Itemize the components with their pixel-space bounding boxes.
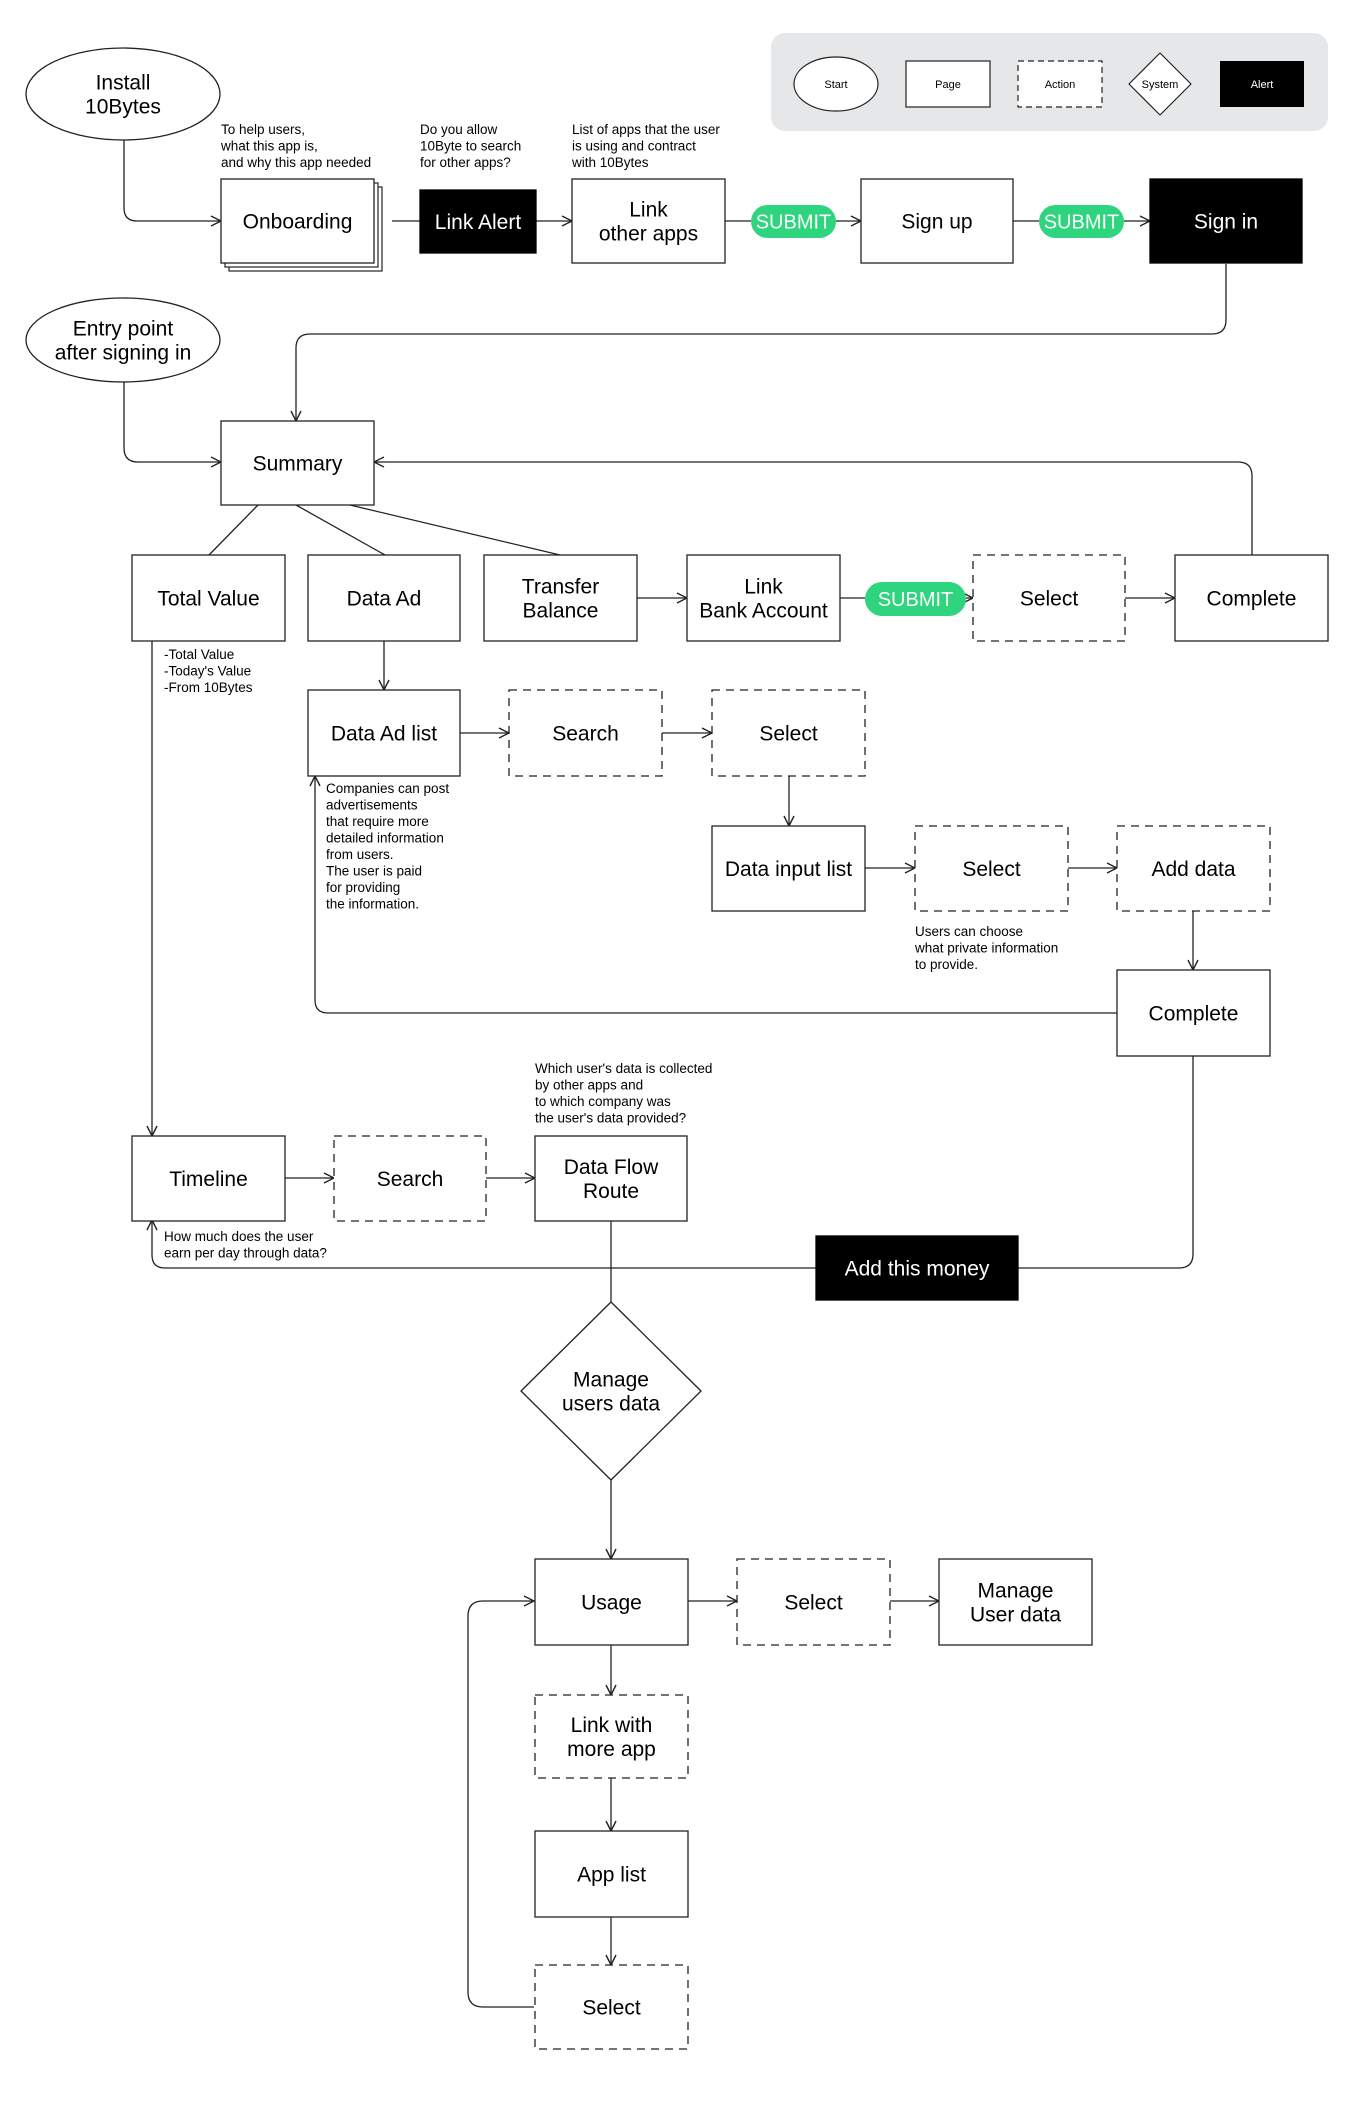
onboarding-node: Onboarding	[220, 178, 383, 272]
search-ad-node: Search	[508, 689, 663, 777]
submit-3-label: SUBMIT	[878, 589, 954, 611]
onboarding-note: To help users,what this app is,and why t…	[220, 122, 371, 170]
search-timeline-node: Search	[333, 1135, 487, 1222]
sign-up-node: Sign up	[860, 178, 1014, 264]
select-ad-node: Select	[711, 689, 866, 777]
legend-page-label: Page	[935, 79, 961, 91]
data-ad-node: Data Ad	[307, 554, 461, 642]
legend-alert-label: Alert	[1251, 79, 1274, 91]
timeline-label: Timeline	[169, 1168, 248, 1191]
sign-in-node: Sign in	[1149, 178, 1303, 264]
summary-node: Summary	[220, 420, 375, 506]
app-list-label: App list	[577, 1863, 646, 1886]
add-data-node: Add data	[1116, 825, 1271, 912]
select-usage-node: Select	[736, 1558, 891, 1646]
legend-action: Action	[1017, 60, 1103, 108]
select-input-label: Select	[962, 858, 1021, 881]
data-input-list-label: Data input list	[725, 858, 852, 881]
timeline-node: Timeline	[131, 1135, 286, 1222]
add-money-node: Add this money	[815, 1235, 1019, 1301]
select-bottom-node: Select	[534, 1964, 689, 2050]
select-ad-label: Select	[759, 722, 818, 745]
search-ad-label: Search	[552, 722, 619, 745]
total-value-node: Total Value	[131, 554, 286, 642]
onboarding-label: Onboarding	[243, 210, 353, 233]
complete-mid-label: Complete	[1149, 1002, 1239, 1025]
legend: Start Page Action System Alert	[771, 33, 1328, 131]
complete-top-node: Complete	[1174, 554, 1329, 642]
select-usage-label: Select	[784, 1591, 843, 1614]
add-data-label: Add data	[1151, 858, 1235, 881]
usage-node: Usage	[534, 1558, 689, 1646]
search-timeline-label: Search	[377, 1168, 444, 1191]
sign-up-label: Sign up	[901, 210, 972, 233]
legend-system-label: System	[1142, 79, 1179, 91]
app-list-node: App list	[534, 1830, 689, 1918]
data-input-list-node: Data input list	[711, 825, 866, 912]
link-alert-label: Link Alert	[435, 211, 522, 234]
data-ad-list-label: Data Ad list	[331, 722, 437, 745]
legend-alert: Alert	[1220, 61, 1304, 107]
total-value-label: Total Value	[157, 587, 259, 610]
total-value-note: -Total Value-Today's Value-From 10Bytes	[164, 647, 253, 695]
submit-2-label: SUBMIT	[1044, 212, 1120, 234]
connectors	[123, 140, 1253, 2008]
annotations: To help users,what this app is,and why t…	[164, 122, 1058, 1261]
link-alert-node: Link Alert	[419, 189, 537, 254]
submit-3-node: SUBMIT	[865, 582, 966, 616]
legend-page: Page	[905, 60, 991, 108]
submit-2-node: SUBMIT	[1039, 205, 1124, 238]
complete-mid-node: Complete	[1116, 969, 1271, 1057]
usage-label: Usage	[581, 1591, 642, 1614]
select-bank-label: Select	[1020, 587, 1079, 610]
select-input-node: Select	[914, 825, 1069, 912]
select-bank-node: Select	[972, 554, 1126, 642]
submit-1-node: SUBMIT	[751, 205, 836, 238]
summary-label: Summary	[253, 452, 343, 475]
select-bottom-label: Select	[582, 1996, 641, 2019]
submit-1-label: SUBMIT	[756, 212, 832, 234]
sign-in-label: Sign in	[1194, 210, 1258, 233]
complete-top-label: Complete	[1207, 587, 1297, 610]
legend-start: Start	[793, 56, 879, 112]
data-ad-list-node: Data Ad list	[307, 689, 461, 777]
legend-start-label: Start	[824, 79, 847, 91]
legend-system: System	[1128, 52, 1192, 116]
data-ad-label: Data Ad	[347, 587, 422, 610]
add-money-label: Add this money	[845, 1257, 990, 1280]
legend-action-label: Action	[1045, 79, 1076, 91]
